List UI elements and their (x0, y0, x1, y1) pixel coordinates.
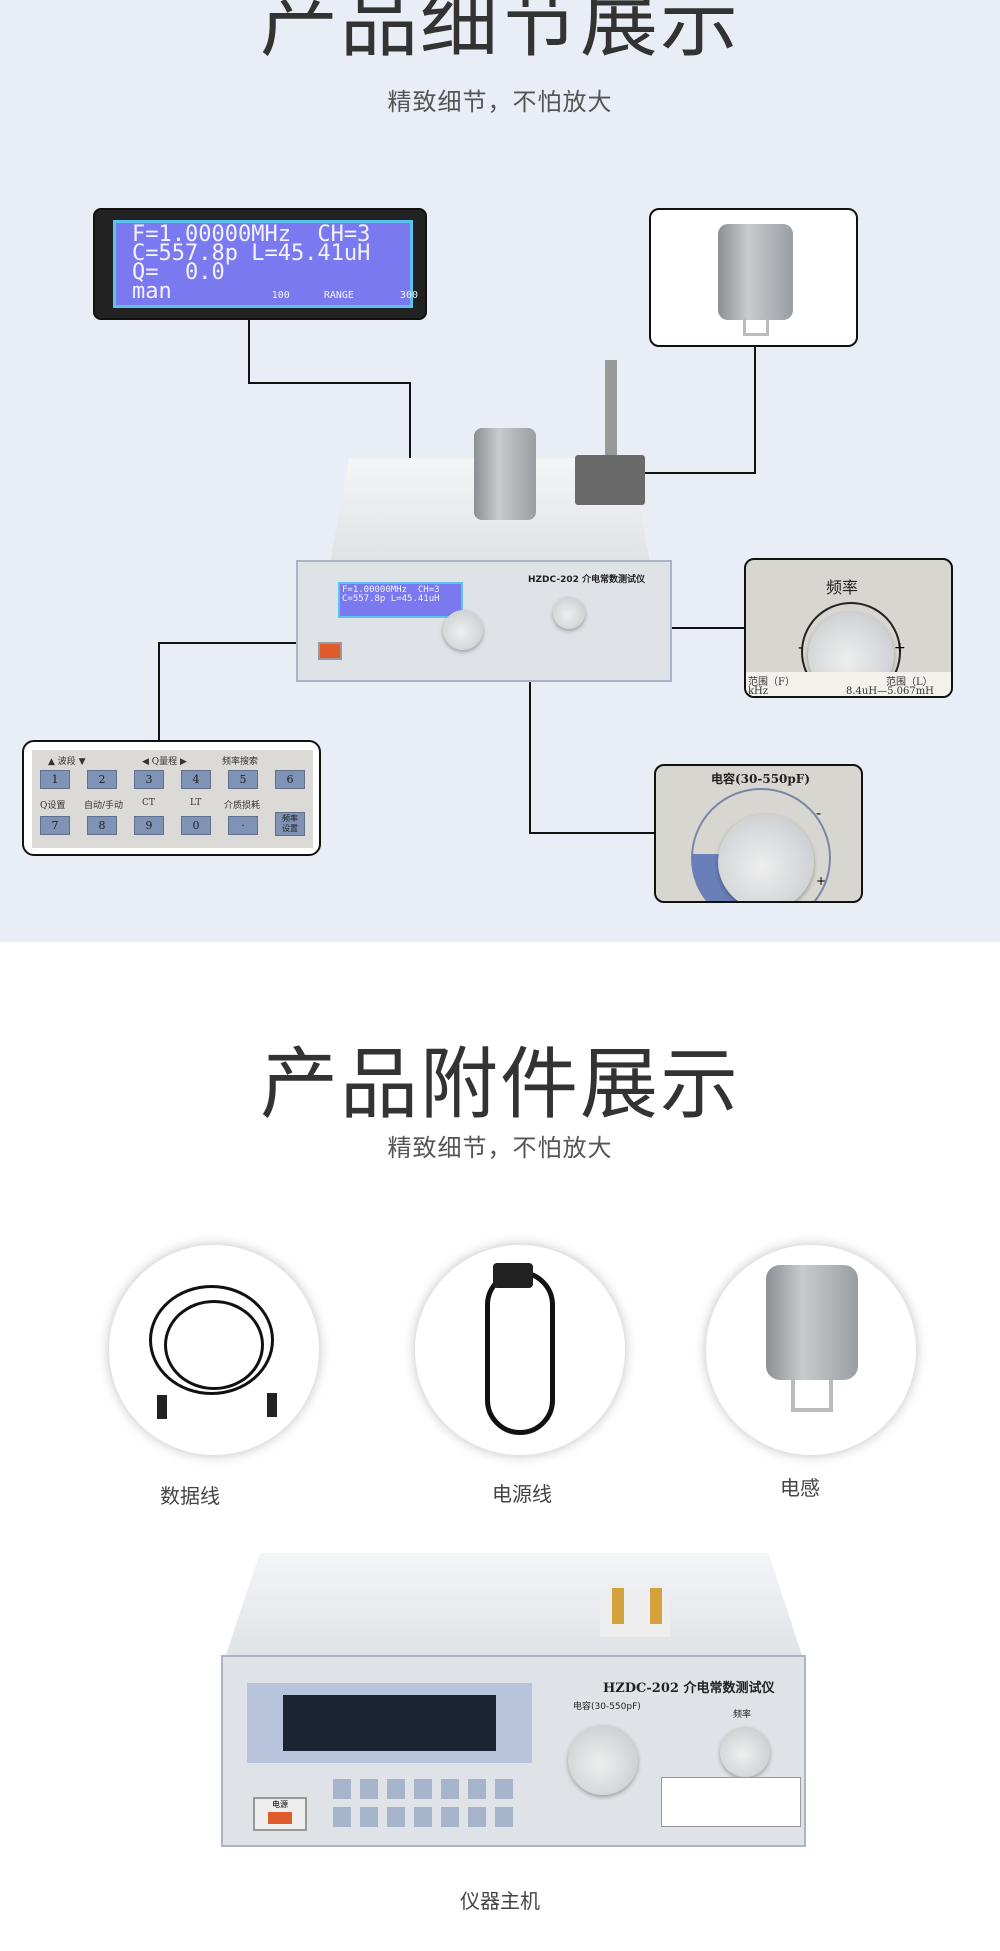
key-9[interactable]: 9 (134, 816, 164, 835)
lcd-line: F=1.00000MHz CH=3 (132, 222, 371, 247)
accessory-title: 产品附件展示 (259, 1040, 740, 1130)
cap-knob[interactable] (443, 610, 483, 650)
plus-sign: + (894, 640, 906, 656)
key-3[interactable]: 3 (134, 770, 164, 789)
key-1[interactable]: 1 (40, 770, 70, 789)
connector-line (248, 382, 411, 384)
cap-knob-icon[interactable] (718, 814, 814, 901)
minus-sign: - (798, 640, 804, 656)
lcd-line: C=557.8p L=45.41uH (132, 241, 371, 266)
accessory-label: 电源线 (492, 1482, 552, 1506)
range-l-label: 范围（L） (886, 677, 933, 688)
cap-knob-callout: 电容(30-550pF) - + (654, 764, 863, 903)
cap-knob[interactable] (568, 1725, 638, 1795)
detail-section: 产品细节展示 精致细节，不怕放大 F=1.00000MHz CH=3 C=557… (0, 0, 1000, 942)
accessory-subtitle: 精致细节，不怕放大 (387, 1134, 613, 1162)
model-label: HZDC-202 介电常数测试仪 (603, 1681, 775, 1696)
keypad-callout: ▲ 波段 ▼ ◀ Q量程 ▶ 频率搜索 1 2 3 4 5 6 Q设置 自动/手… (22, 740, 321, 856)
key-0[interactable]: 0 (181, 816, 211, 835)
key-2[interactable]: 2 (87, 770, 117, 789)
key-freq-set[interactable]: 频率设置 (275, 812, 305, 836)
connector-line (158, 642, 160, 741)
connector-line (647, 627, 745, 629)
freq-label: 频率 (826, 578, 859, 597)
minus-sign: - (816, 806, 822, 822)
key-6[interactable]: 6 (275, 770, 305, 789)
inductor-image (474, 428, 536, 520)
cap-label: 电容(30-550pF) (711, 772, 810, 786)
inductor-icon (718, 224, 793, 320)
lcd-line: Q= 0.0 (132, 260, 225, 285)
power-button[interactable]: 电源 (253, 1797, 307, 1831)
power-button[interactable] (318, 642, 342, 660)
key-5[interactable]: 5 (228, 770, 258, 789)
freq-label: 频率 (733, 1710, 752, 1720)
range-low: 100 (271, 290, 290, 301)
freq-knob[interactable] (720, 1727, 770, 1777)
model-label: HZDC-202 介电常数测试仪 (528, 575, 645, 585)
main-unit-label: 仪器主机 (460, 1889, 540, 1913)
lcd-mini: F=1.00000MHz CH=3 C=557.8p L=45.41uH (338, 582, 463, 618)
key-7[interactable]: 7 (40, 816, 70, 835)
range-f-label: 范围（F） (748, 677, 795, 688)
power-cable-image (415, 1245, 625, 1455)
connector-line (158, 642, 336, 644)
inductor-image (706, 1245, 916, 1455)
unit-label: kHz (748, 686, 769, 697)
range-high: 300 (399, 290, 418, 301)
range-label: RANGE (323, 290, 354, 301)
accessory-label: 电感 (780, 1476, 820, 1500)
lcd-callout: F=1.00000MHz CH=3 C=557.8p L=45.41uH Q= … (93, 208, 427, 320)
connector-line (529, 647, 531, 834)
freq-knob-callout: 频率 - + 范围（F） 范围（L） kHz 8.4uH—5.067mH (744, 558, 953, 698)
inductor-callout (649, 208, 858, 347)
key-dot[interactable]: · (228, 816, 258, 835)
key-4[interactable]: 4 (181, 770, 211, 789)
section-title: 产品细节展示 (259, 0, 740, 68)
plus-sign: + (816, 874, 827, 888)
lcd-display: F=1.00000MHz CH=3 C=557.8p L=45.41uH Q= … (113, 220, 418, 308)
data-cable-image (109, 1245, 319, 1455)
connector-line (628, 472, 756, 474)
connector-line (754, 347, 756, 474)
accessory-label: 数据线 (160, 1484, 220, 1508)
connector-line (248, 320, 250, 383)
key-8[interactable]: 8 (87, 816, 117, 835)
cap-label: 电容(30-550pF) (573, 1702, 641, 1712)
lcd-mode: man (132, 279, 172, 304)
section-subtitle: 精致细节，不怕放大 (387, 88, 613, 116)
connector-line (530, 832, 655, 834)
range-l-value: 8.4uH—5.067mH (846, 686, 934, 697)
freq-knob[interactable] (553, 597, 585, 629)
